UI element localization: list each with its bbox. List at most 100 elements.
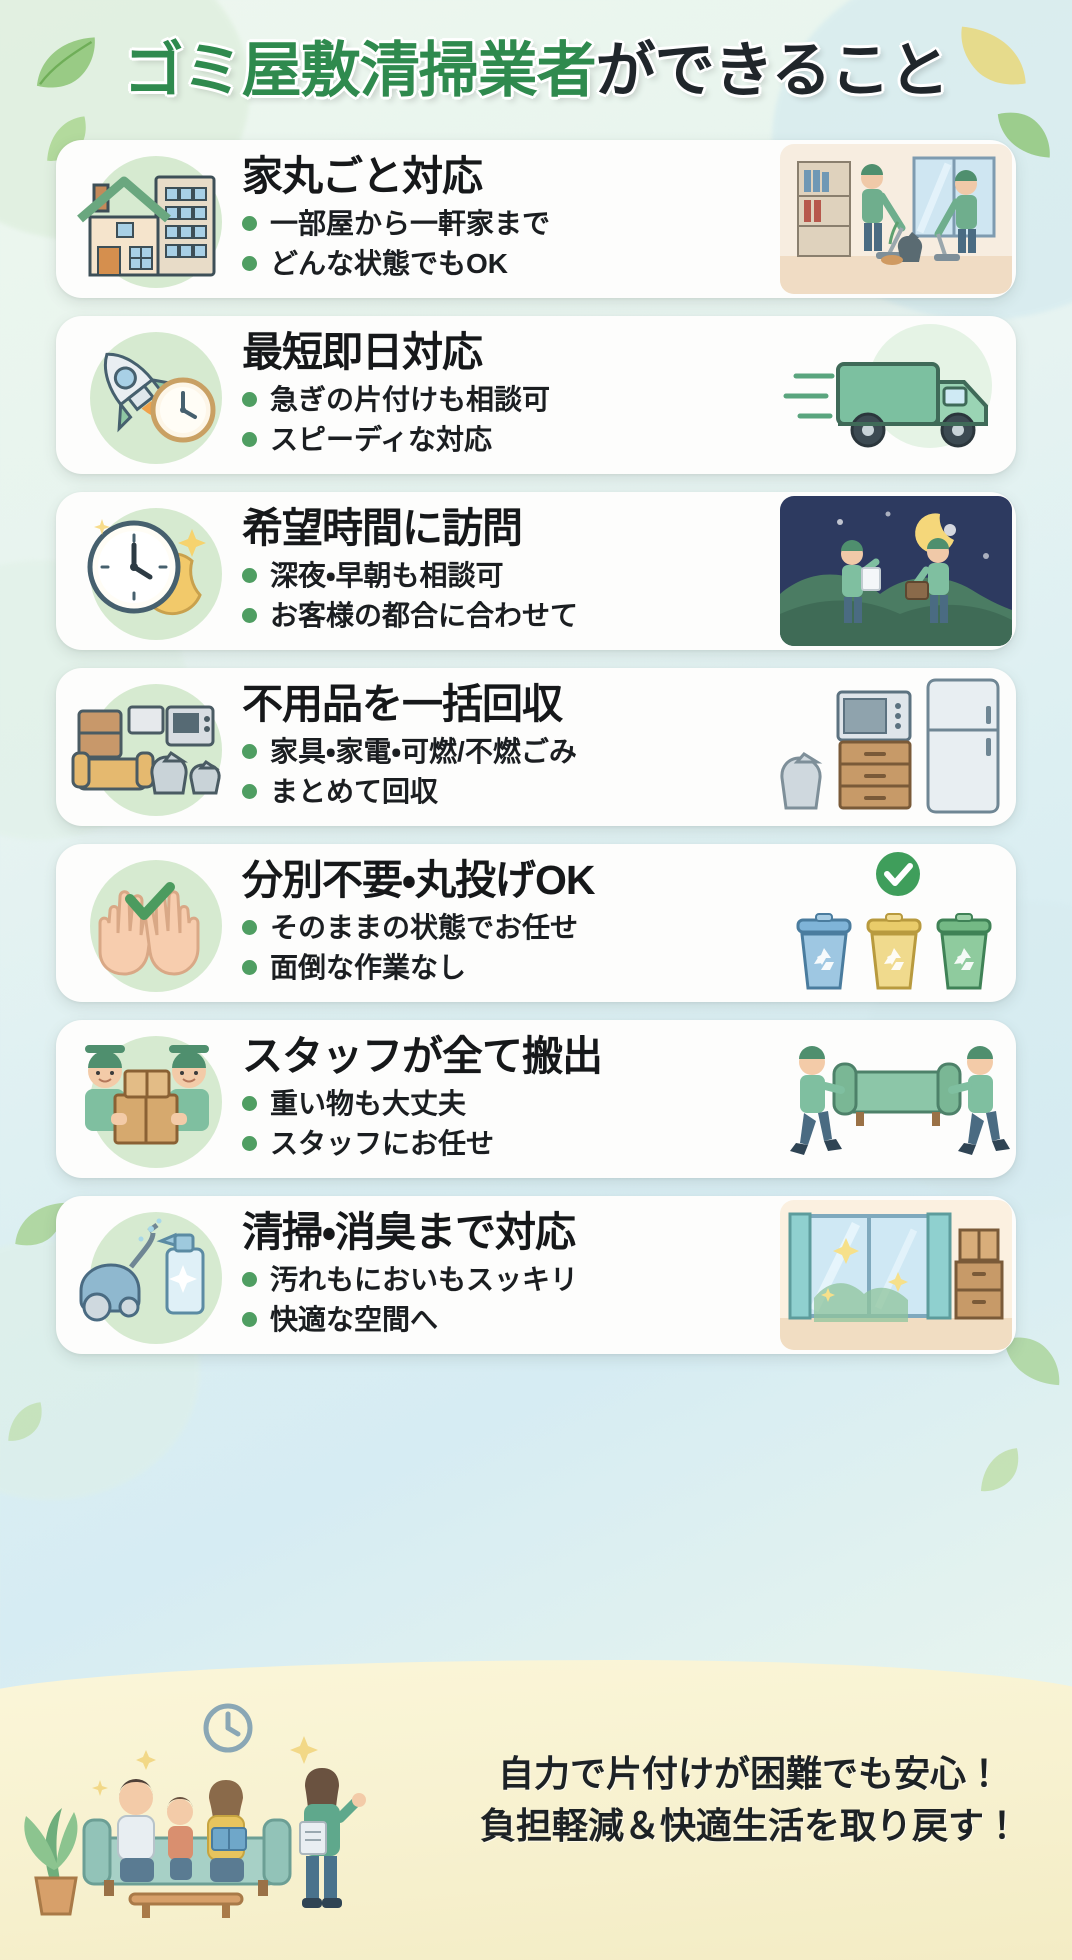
card-icon-area [56,1196,242,1354]
bullet-text: 家具・家電・可燃/不燃ごみ [270,735,577,767]
feature-card[interactable]: 清掃・消臭まで対応 汚れもにおいもスッキリ 快適な空間へ [56,1196,1016,1354]
recycle-bins-with-check-illustration [796,852,992,990]
feature-card[interactable]: 分別不要・丸投げOK そのままの状態でお任せ 面倒な作業なし [56,844,1016,1002]
bullet-text: スタッフにお任せ [270,1127,495,1159]
bullet-dot-icon [242,216,257,232]
bullet-dot-icon [242,1135,257,1151]
card-bullets: 家具・家電・可燃/不燃ごみ まとめて回収 [242,732,780,812]
card-icon-area [56,140,242,298]
card-bullet: スピーディな対応 [242,420,780,460]
feature-card[interactable]: スタッフが全て搬出 重い物も大丈夫 スタッフにお任せ [56,1020,1016,1178]
bullet-text: そのままの状態でお任せ [270,911,579,943]
bullet-dot-icon [242,1272,257,1288]
feature-card[interactable]: 希望時間に訪問 深夜・早朝も相談可 お客様の都合に合わせて [56,492,1016,650]
page-title-dark: ができること [595,36,950,104]
card-body: 不用品を一括回収 家具・家電・可燃/不燃ごみ まとめて回収 [236,677,780,818]
card-icon-area [56,844,242,1002]
page-title: ゴミ屋敷清掃業者ができること [123,22,950,109]
open-hands-check-icon [98,882,200,976]
bullet-dot-icon [242,744,257,760]
page-header: ゴミ屋敷清掃業者ができること [0,0,1072,130]
card-bullets: 急ぎの片付けも相談可 スピーディな対応 [242,380,780,460]
card-body: 希望時間に訪問 深夜・早朝も相談可 お客様の都合に合わせて [236,501,780,642]
card-body: 家丸ごと対応 一部屋から一軒家まで どんな状態でもOK [236,149,780,290]
card-title: 最短即日対応 [236,328,490,375]
card-bullet: 快適な空間へ [242,1300,780,1340]
green-delivery-truck-illustration [783,324,992,448]
feature-card[interactable]: 不用品を一括回収 家具・家電・可燃/不燃ごみ まとめて回収 [56,668,1016,826]
card-bullet: 重い物も大丈夫 [242,1084,780,1124]
card-thumbnail [780,320,1012,470]
footer-message: 自力で片付けが困難でも安心！ 負担軽減＆快適生活を取り戻す！ [470,1748,1030,1852]
card-thumbnail [780,848,1012,998]
card-bullets: 重い物も大丈夫 スタッフにお任せ [242,1084,780,1164]
house-building-icon [77,175,216,277]
bullet-text: 重い物も大丈夫 [270,1087,467,1119]
card-bullet: まとめて回収 [242,772,780,812]
card-bullet: 深夜・早朝も相談可 [242,556,780,596]
page-title-green: ゴミ屋敷清掃業者 [123,36,597,104]
card-title: 家丸ごと対応 [236,152,490,199]
card-body: 最短即日対応 急ぎの片付けも相談可 スピーディな対応 [236,325,780,466]
feature-card[interactable]: 家丸ごと対応 一部屋から一軒家まで どんな状態でもOK [56,140,1016,298]
card-thumbnail [780,496,1012,646]
vacuum-spray-icon [79,1218,205,1322]
bullet-dot-icon [242,783,257,799]
card-bullets: 深夜・早朝も相談可 お客様の都合に合わせて [242,556,780,636]
card-thumbnail [780,144,1012,294]
two-staff-carrying-sofa-illustration [790,1046,1010,1155]
card-icon-area [56,1020,242,1178]
footer-line-1: 自力で片付けが困難でも安心！ [497,1752,1002,1794]
card-bullet: 一部屋から一軒家まで [242,204,780,244]
card-title: スタッフが全て搬出 [236,1032,610,1079]
card-thumbnail [780,672,1012,822]
page-footer: 自力で片付けが困難でも安心！ 負担軽減＆快適生活を取り戻す！ [0,1620,1072,1960]
card-thumbnail [780,1200,1012,1350]
bullet-dot-icon [242,959,257,975]
bullet-text: 急ぎの片付けも相談可 [270,383,551,415]
card-bullet: スタッフにお任せ [242,1124,780,1164]
clock-moon-icon [87,519,206,616]
staff-carrying-boxes-icon [85,1045,209,1145]
footer-line-2: 負担軽減＆快適生活を取り戻す！ [479,1804,1020,1846]
card-bullet: 汚れもにおいもスッキリ [242,1260,780,1300]
bullet-dot-icon [242,920,257,936]
leaf-icon [8,1402,42,1441]
card-bullet: お客様の都合に合わせて [242,596,780,636]
bullet-dot-icon [242,392,257,408]
bullet-text: お客様の都合に合わせて [270,599,579,631]
card-thumbnail [780,1024,1012,1174]
card-bullets: 汚れもにおいもスッキリ 快適な空間へ [242,1260,780,1340]
appliances-and-trash-bags-illustration [780,678,1000,814]
bullet-text: どんな状態でもOK [270,247,509,279]
rocket-clock-icon [103,352,216,443]
bullet-text: 快適な空間へ [270,1303,439,1335]
bullet-text: まとめて回収 [270,775,439,807]
card-body: 分別不要・丸投げOK そのままの状態でお任せ 面倒な作業なし [235,853,780,994]
card-bullet: 急ぎの片付けも相談可 [242,380,780,420]
bullet-text: 面倒な作業なし [270,951,467,983]
bullet-text: スピーディな対応 [270,423,493,455]
card-bullet: どんな状態でもOK [242,244,780,284]
card-bullets: そのままの状態でお任せ 面倒な作業なし [242,908,780,988]
card-body: スタッフが全て搬出 重い物も大丈夫 スタッフにお任せ [236,1029,780,1170]
clean-bright-room-window-illustration [780,1200,1012,1350]
card-icon-area [56,668,242,826]
bullet-dot-icon [242,568,257,584]
card-icon-area [56,492,242,650]
bullet-text: 深夜・早朝も相談可 [270,559,504,591]
card-title: 希望時間に訪問 [236,504,530,551]
family-on-sofa-with-staff-illustration [24,1703,366,1918]
card-title: 分別不要・丸投げOK [235,856,603,903]
card-title: 清掃・消臭まで対応 [236,1208,583,1255]
furniture-appliance-icon [71,705,221,795]
card-bullets: 一部屋から一軒家まで どんな状態でもOK [242,204,780,284]
bullet-text: 一部屋から一軒家まで [270,207,551,239]
feature-card[interactable]: 最短即日対応 急ぎの片付けも相談可 スピーディな対応 [56,316,1016,474]
bullet-text: 汚れもにおいもスッキリ [270,1263,579,1295]
bullet-dot-icon [242,1096,257,1112]
bullet-dot-icon [242,255,257,271]
bullet-dot-icon [242,1311,257,1327]
night-visit-staff-illustration [780,496,1012,646]
bullet-dot-icon [242,607,257,623]
